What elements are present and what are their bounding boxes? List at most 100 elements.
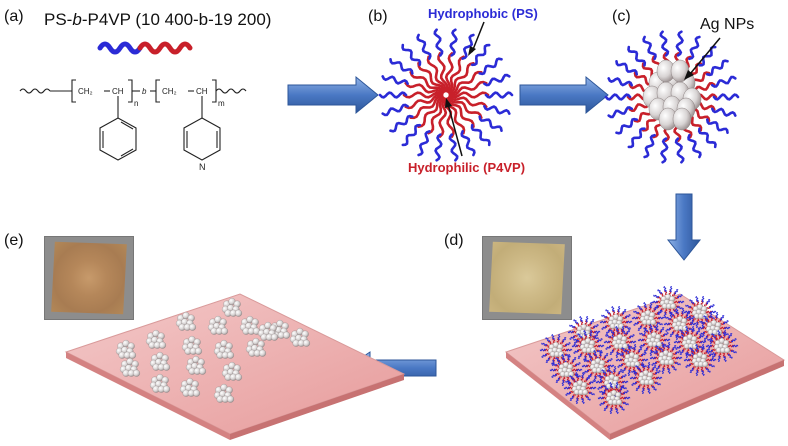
ps-chain — [575, 374, 581, 378]
ps-chain — [577, 353, 582, 359]
ps-chain — [701, 344, 705, 351]
ps-chain — [723, 330, 727, 337]
ps-chain — [576, 368, 583, 372]
ps-chain — [637, 305, 643, 311]
ag-nps-pointer-head — [684, 70, 694, 80]
ps-chain — [603, 385, 609, 391]
micelle-cluster — [581, 350, 615, 382]
ps-chain — [416, 33, 432, 60]
ps-chain — [569, 375, 575, 381]
ps-chain — [655, 370, 661, 375]
ps-chain — [613, 366, 617, 373]
ps-chain — [555, 377, 560, 383]
ch2-b: CH₂ — [162, 87, 177, 96]
micelle-cluster — [563, 372, 597, 404]
ps-chain — [707, 349, 713, 354]
ps-chain — [615, 382, 619, 389]
ps-chain — [590, 319, 595, 325]
ps-chain — [461, 33, 475, 60]
ps-chain — [689, 316, 695, 321]
ps-chain — [685, 351, 689, 358]
ps-chain — [583, 358, 589, 362]
ps-chain — [700, 340, 707, 344]
p4vp-chain — [404, 81, 444, 96]
ps-chain — [478, 57, 503, 76]
ps-chain — [697, 127, 717, 149]
ag-nanoparticle — [670, 303, 677, 310]
ps-chain — [615, 358, 622, 362]
ps-chain — [599, 390, 605, 394]
ps-chain — [649, 324, 653, 331]
micelle-cluster — [631, 302, 665, 334]
micelle-cluster — [615, 344, 649, 376]
micelle-array-d — [539, 286, 739, 414]
ps-chain — [625, 326, 631, 330]
ps-chain — [581, 372, 585, 379]
ps-chain — [623, 390, 629, 395]
ps-chain — [448, 133, 459, 162]
ps-chain — [663, 286, 667, 293]
ps-chain — [660, 137, 669, 164]
ps-chain — [581, 364, 588, 368]
ag-nanoparticle — [724, 347, 731, 354]
p4vp-chain — [447, 96, 475, 128]
ps-chain — [567, 354, 571, 361]
ps-chain — [703, 335, 708, 341]
ps-chain — [573, 338, 579, 342]
p4vp-chain — [637, 358, 644, 362]
ps-chain — [707, 338, 713, 342]
ag-nanoparticle — [226, 351, 235, 359]
ps-chain — [551, 359, 555, 366]
ps-chain — [617, 306, 621, 313]
ps-chain — [629, 376, 636, 380]
ps-chain — [710, 310, 717, 314]
ps-chain — [639, 332, 645, 336]
ps-chain — [609, 407, 613, 414]
ps-chain — [549, 368, 556, 372]
p4vp-chain — [603, 364, 610, 368]
ps-chain — [551, 373, 557, 378]
ps-chain — [551, 334, 555, 341]
p4vp-chain — [673, 300, 680, 304]
sample-photo-d — [482, 236, 572, 320]
p4vp-chain — [417, 62, 445, 94]
p4vp-chain — [447, 62, 475, 94]
ps-chain — [717, 330, 721, 337]
ps-chain — [665, 316, 671, 320]
p4vp-chain — [722, 351, 726, 358]
p4vp-chain — [651, 376, 658, 380]
ps-chain — [649, 349, 653, 356]
p4vp-chain — [700, 317, 704, 324]
ps-chain — [631, 316, 638, 320]
micelle-cluster — [599, 306, 633, 338]
arrow-c-to-d — [666, 193, 702, 261]
ps-chain — [665, 327, 671, 332]
wavy-end-right — [215, 88, 247, 94]
bracket-right-1 — [128, 79, 133, 103]
ps-chain — [615, 60, 638, 76]
ps-chain — [378, 91, 408, 99]
p4vp-chain — [438, 97, 448, 138]
ps-chain — [685, 363, 691, 368]
ps-chain — [609, 329, 615, 335]
nanoparticle-cluster — [181, 335, 203, 355]
ps-chain — [701, 369, 705, 376]
nanoparticle-cluster — [221, 361, 243, 381]
ps-chain — [699, 320, 705, 324]
ps-chain — [727, 353, 733, 359]
p4vp-chain — [671, 356, 678, 360]
ps-chain — [630, 340, 637, 344]
ps-chain — [571, 344, 578, 348]
micelle-cluster — [549, 354, 583, 386]
ps-chain — [709, 304, 715, 309]
ps-chain — [627, 45, 647, 67]
ps-chain — [731, 338, 737, 343]
ps-chain — [555, 357, 561, 363]
ps-chain — [470, 43, 491, 67]
ps-chain — [604, 93, 632, 101]
ps-chain — [715, 312, 719, 319]
ps-chain — [673, 340, 680, 344]
ps-chain — [607, 77, 633, 87]
ps-chain — [597, 374, 603, 378]
ps-chain — [579, 316, 583, 323]
